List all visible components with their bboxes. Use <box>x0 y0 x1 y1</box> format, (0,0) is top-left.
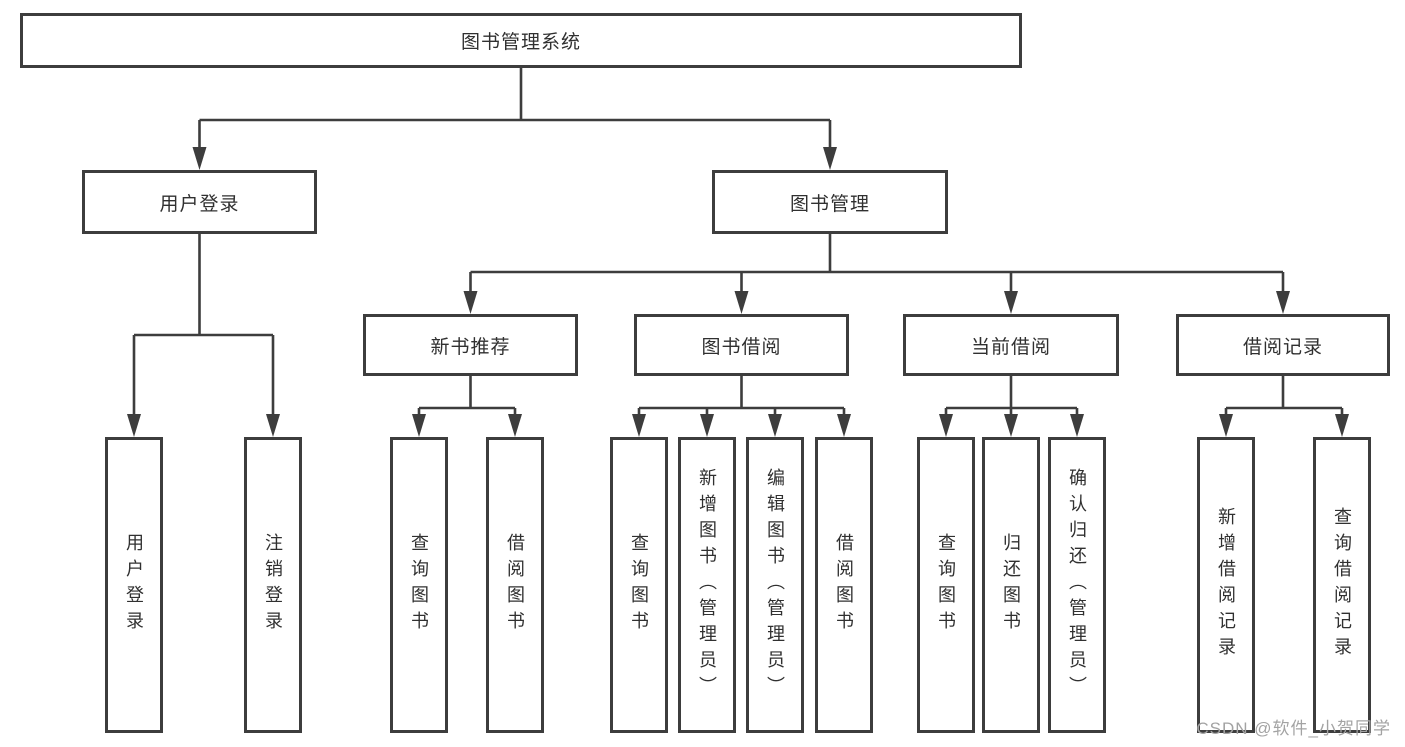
arrowhead <box>700 414 714 437</box>
connector-book-management-children <box>469 234 1285 294</box>
arrowhead <box>823 147 837 170</box>
connector-current-borrow-children <box>944 376 1079 418</box>
arrowhead <box>412 414 426 437</box>
node-label: 借阅图书 <box>505 533 525 637</box>
arrowhead <box>192 147 207 170</box>
node-user-login: 用户登录 <box>82 170 317 234</box>
node-label: 借阅图书 <box>834 533 854 637</box>
leaf-borrow-books-recommend: 借阅图书 <box>486 437 544 733</box>
leaf-query-books-recommend: 查询图书 <box>390 437 448 733</box>
leaf-user-login: 用户登录 <box>105 437 163 733</box>
arrowhead <box>1276 291 1290 314</box>
leaf-add-borrow-record: 新增借阅记录 <box>1197 437 1255 733</box>
node-label: 查询图书 <box>936 533 956 637</box>
arrowhead <box>768 414 782 437</box>
node-label: 确认归还（管理员） <box>1067 468 1087 702</box>
node-label: 查询图书 <box>629 533 649 637</box>
arrowhead <box>939 414 953 437</box>
node-label: 借阅记录 <box>1242 336 1323 358</box>
connector-user-login-children <box>132 234 275 417</box>
leaf-return-books: 归还图书 <box>982 437 1040 733</box>
connector-new-book-children <box>417 376 517 418</box>
arrowhead <box>127 414 141 437</box>
connector-book-borrow-children <box>637 376 846 418</box>
node-label: 图书管理系统 <box>460 32 581 53</box>
node-borrow-records: 借阅记录 <box>1176 314 1390 376</box>
arrowhead <box>1070 414 1084 437</box>
leaf-query-books-borrow: 查询图书 <box>610 437 668 733</box>
node-label: 编辑图书（管理员） <box>765 468 785 702</box>
csdn-watermark: CSDN @软件_小贺同学 <box>1196 719 1391 738</box>
leaf-confirm-return-admin: 确认归还（管理员） <box>1048 437 1106 733</box>
leaf-edit-books-admin: 编辑图书（管理员） <box>746 437 804 733</box>
node-label: 新增图书（管理员） <box>697 468 717 702</box>
leaf-borrow-books: 借阅图书 <box>815 437 873 733</box>
node-label: 图书管理 <box>789 193 870 215</box>
arrowhead <box>837 414 851 437</box>
connector-root-to-level2 <box>198 68 832 150</box>
node-label: 图书借阅 <box>701 336 782 358</box>
arrowhead <box>1004 414 1018 437</box>
arrowhead <box>463 291 478 314</box>
node-book-borrow: 图书借阅 <box>634 314 849 376</box>
node-label: 注销登录 <box>263 533 283 637</box>
node-label: 用户登录 <box>159 193 240 215</box>
arrowhead <box>1004 291 1018 314</box>
leaf-logout: 注销登录 <box>244 437 302 733</box>
leaf-query-books-current: 查询图书 <box>917 437 975 733</box>
arrowhead <box>632 414 646 437</box>
node-label: 新增借阅记录 <box>1216 507 1236 663</box>
leaf-query-borrow-record: 查询借阅记录 <box>1313 437 1371 733</box>
node-label: 查询借阅记录 <box>1332 507 1352 663</box>
arrowhead <box>508 414 522 437</box>
node-label: 新书推荐 <box>430 336 511 358</box>
arrowhead <box>266 414 280 437</box>
arrowhead <box>1219 414 1233 437</box>
node-label: 当前借阅 <box>970 336 1051 358</box>
node-label: 归还图书 <box>1001 533 1021 637</box>
node-label: 查询图书 <box>409 533 429 637</box>
arrowhead <box>1335 414 1349 437</box>
arrowheads <box>127 147 1349 437</box>
connector-borrow-records-children <box>1224 376 1344 418</box>
node-root-library-management-system: 图书管理系统 <box>20 13 1022 68</box>
node-label: 用户登录 <box>124 533 144 637</box>
leaf-add-books-admin: 新增图书（管理员） <box>678 437 736 733</box>
node-current-borrow: 当前借阅 <box>903 314 1119 376</box>
arrowhead <box>734 291 749 314</box>
node-new-book-recommend: 新书推荐 <box>363 314 578 376</box>
node-book-management: 图书管理 <box>712 170 948 234</box>
